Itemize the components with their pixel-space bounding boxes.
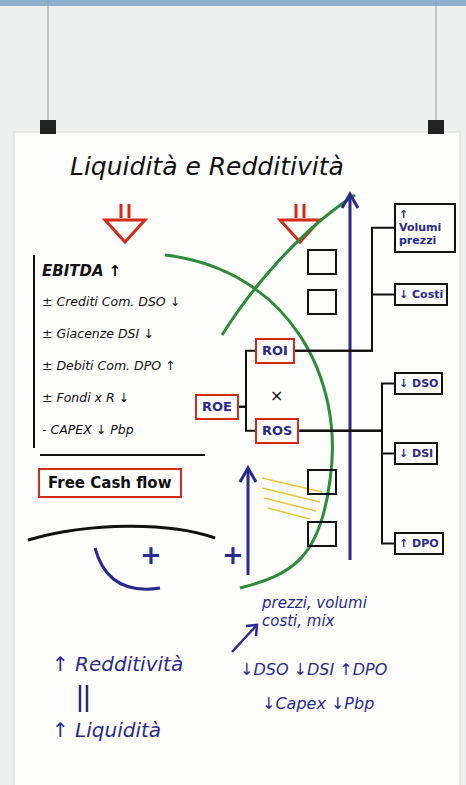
equals-bars xyxy=(80,685,87,712)
paper-sheet xyxy=(14,132,460,785)
list-item: ± Crediti Com. DSO ↓ xyxy=(42,294,180,309)
node-text: ROI xyxy=(262,343,288,359)
driver-box: ↓ DSO xyxy=(394,372,443,395)
tree-connector xyxy=(299,431,394,544)
lever-text: ↓Capex ↓Pbp xyxy=(262,694,374,713)
tree-connector xyxy=(239,351,255,407)
node-text: ↑ DPO xyxy=(399,537,439,550)
list-item: ± Debiti Com. DPO ↑ xyxy=(42,358,175,373)
node-text: ↓ DSI xyxy=(399,447,433,460)
list-item: ± Fondi x R ↓ xyxy=(42,390,129,405)
conclusion-text: ↑ Redditività xyxy=(52,652,183,676)
yellow-hatch xyxy=(262,478,322,519)
underline-curve xyxy=(28,526,215,540)
list-item: - CAPEX ↓ Pbp xyxy=(42,422,134,437)
binder-clip xyxy=(40,120,56,134)
title: Liquidità e Redditività xyxy=(70,152,344,181)
node-text: ↓ Costi xyxy=(399,288,443,301)
red-down-arrow xyxy=(280,204,320,242)
hanging-string xyxy=(48,0,49,122)
tree-connector xyxy=(299,431,394,454)
blue-up-arrow xyxy=(342,194,358,560)
green-arc xyxy=(222,195,355,335)
list-item: EBITDA ↑ xyxy=(42,262,121,280)
lever-text: prezzi, volumi costi, mix xyxy=(262,594,402,630)
node-text: ROS xyxy=(262,423,292,439)
tree-connector xyxy=(239,407,255,431)
result-box: Free Cash flow xyxy=(38,468,182,498)
blue-pointer-arrow xyxy=(232,625,257,652)
ratio-box: ROI xyxy=(255,338,295,364)
tree-connector xyxy=(299,384,394,431)
node-text: ROE xyxy=(202,399,232,415)
node-text: Free Cash flow xyxy=(48,474,172,492)
ratio-box: ROS xyxy=(255,418,299,444)
times-sign: × xyxy=(270,386,283,405)
sum-line xyxy=(40,454,205,456)
list-item: ± Giacenze DSI ↓ xyxy=(42,326,154,341)
plus-sign: + xyxy=(140,540,162,571)
node-text: ↓ DSO xyxy=(399,377,438,390)
ratio-box: ROE xyxy=(195,394,239,420)
list-bracket xyxy=(33,255,35,448)
node-text: ↑ Volumi prezzi xyxy=(399,208,451,248)
red-down-arrow xyxy=(105,204,145,242)
driver-box: ↓ DSI xyxy=(394,442,438,465)
binder-clip xyxy=(428,120,444,134)
hanging-string xyxy=(436,0,437,122)
driver-box: ↑ Volumi prezzi xyxy=(394,203,456,253)
plus-sign: + xyxy=(222,540,244,571)
tree-box xyxy=(308,250,336,546)
lever-text: ↓DSO ↓DSI ↑DPO xyxy=(240,660,387,679)
top-strip xyxy=(0,0,466,6)
driver-box: ↓ Costi xyxy=(394,283,448,306)
conclusion-text: ↑ Liquidità xyxy=(52,718,161,742)
driver-box: ↑ DPO xyxy=(394,532,444,555)
tree-connector xyxy=(295,295,394,351)
tree-connector xyxy=(295,228,394,351)
